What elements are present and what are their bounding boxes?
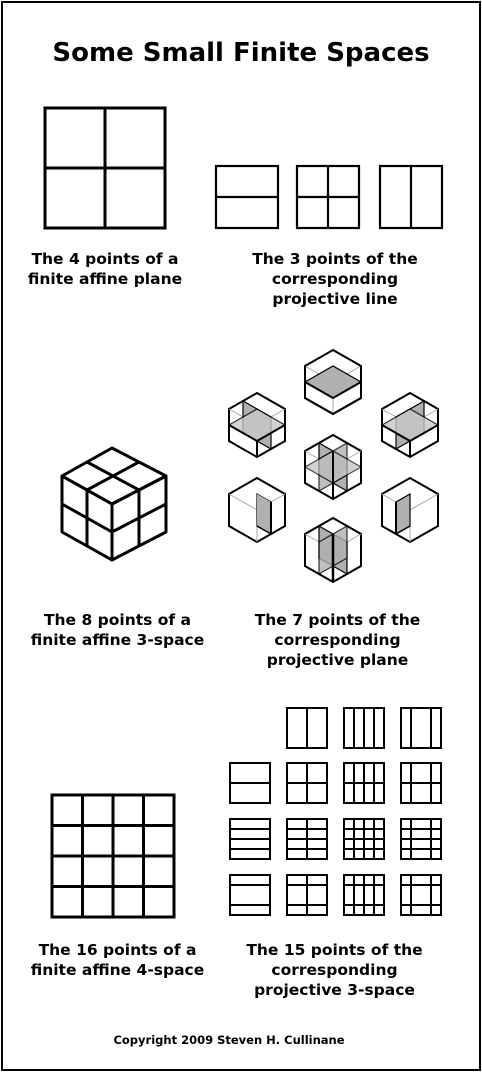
caption-line: The 15 points of the <box>246 941 423 959</box>
p3-point-8 <box>229 818 271 860</box>
caption-line: The 16 points of a <box>38 941 197 959</box>
plane-cube-upper-right <box>380 392 440 458</box>
p3-point-12 <box>229 874 271 916</box>
projective-line-point-vertical <box>378 164 444 230</box>
p3-point-2 <box>343 707 385 749</box>
caption-line: finite affine 4-space <box>30 961 205 979</box>
projective-line-figures <box>214 164 444 230</box>
plane-cube-bottom <box>304 517 362 583</box>
p3-point-6 <box>343 762 385 804</box>
caption-line: finite affine plane <box>27 270 183 288</box>
caption-line: The 8 points of a <box>43 611 192 629</box>
caption-line: corresponding <box>271 961 398 979</box>
p3-point-5 <box>286 762 328 804</box>
caption-affine-plane: The 4 points of a finite affine plane <box>5 249 205 289</box>
caption-line: finite affine 3-space <box>30 631 205 649</box>
affine-3space-cube <box>60 446 168 562</box>
p3-point-9 <box>286 818 328 860</box>
caption-affine-4space: The 16 points of a finite affine 4-space <box>5 940 230 980</box>
projective-line-point-cross <box>295 164 361 230</box>
caption-affine-3space: The 8 points of a finite affine 3-space <box>5 610 230 650</box>
p3-point-15 <box>400 874 442 916</box>
plane-cube-center <box>303 434 363 500</box>
caption-line: The 4 points of a <box>31 250 179 268</box>
p3-point-11 <box>400 818 442 860</box>
copyright-notice: Copyright 2009 Steven H. Cullinane <box>113 1033 345 1047</box>
affine-4space-4x4-grid <box>50 793 176 919</box>
caption-line: The 3 points of the <box>252 250 418 268</box>
caption-projective-plane: The 7 points of the corresponding projec… <box>225 610 450 670</box>
p3-point-14 <box>343 874 385 916</box>
p3-point-3 <box>400 707 442 749</box>
caption-projective-line: The 3 points of the corresponding projec… <box>220 249 450 309</box>
projective-line-point-horizontal <box>214 164 280 230</box>
p3-point-13 <box>286 874 328 916</box>
plane-cube-upper-left <box>227 392 287 458</box>
caption-line: corresponding <box>274 631 401 649</box>
p3-point-4 <box>229 762 271 804</box>
caption-line: projective line <box>272 290 398 308</box>
p3-point-1 <box>286 707 328 749</box>
caption-line: projective plane <box>266 651 409 669</box>
projective-plane-cubes <box>227 349 440 583</box>
affine-plane-2x2-grid <box>43 106 167 230</box>
caption-line: corresponding <box>271 270 399 288</box>
caption-line: projective 3-space <box>254 981 415 999</box>
p3-point-10 <box>343 818 385 860</box>
plane-cube-lower-right <box>381 477 439 543</box>
projective-3space-figures <box>229 707 442 916</box>
page-title: Some Small Finite Spaces <box>52 38 430 68</box>
plane-cube-lower-left <box>228 477 286 543</box>
plane-cube-horizontal-top <box>303 349 363 416</box>
p3-point-7 <box>400 762 442 804</box>
caption-line: The 7 points of the <box>254 611 421 629</box>
caption-projective-3space: The 15 points of the corresponding proje… <box>222 940 447 1000</box>
